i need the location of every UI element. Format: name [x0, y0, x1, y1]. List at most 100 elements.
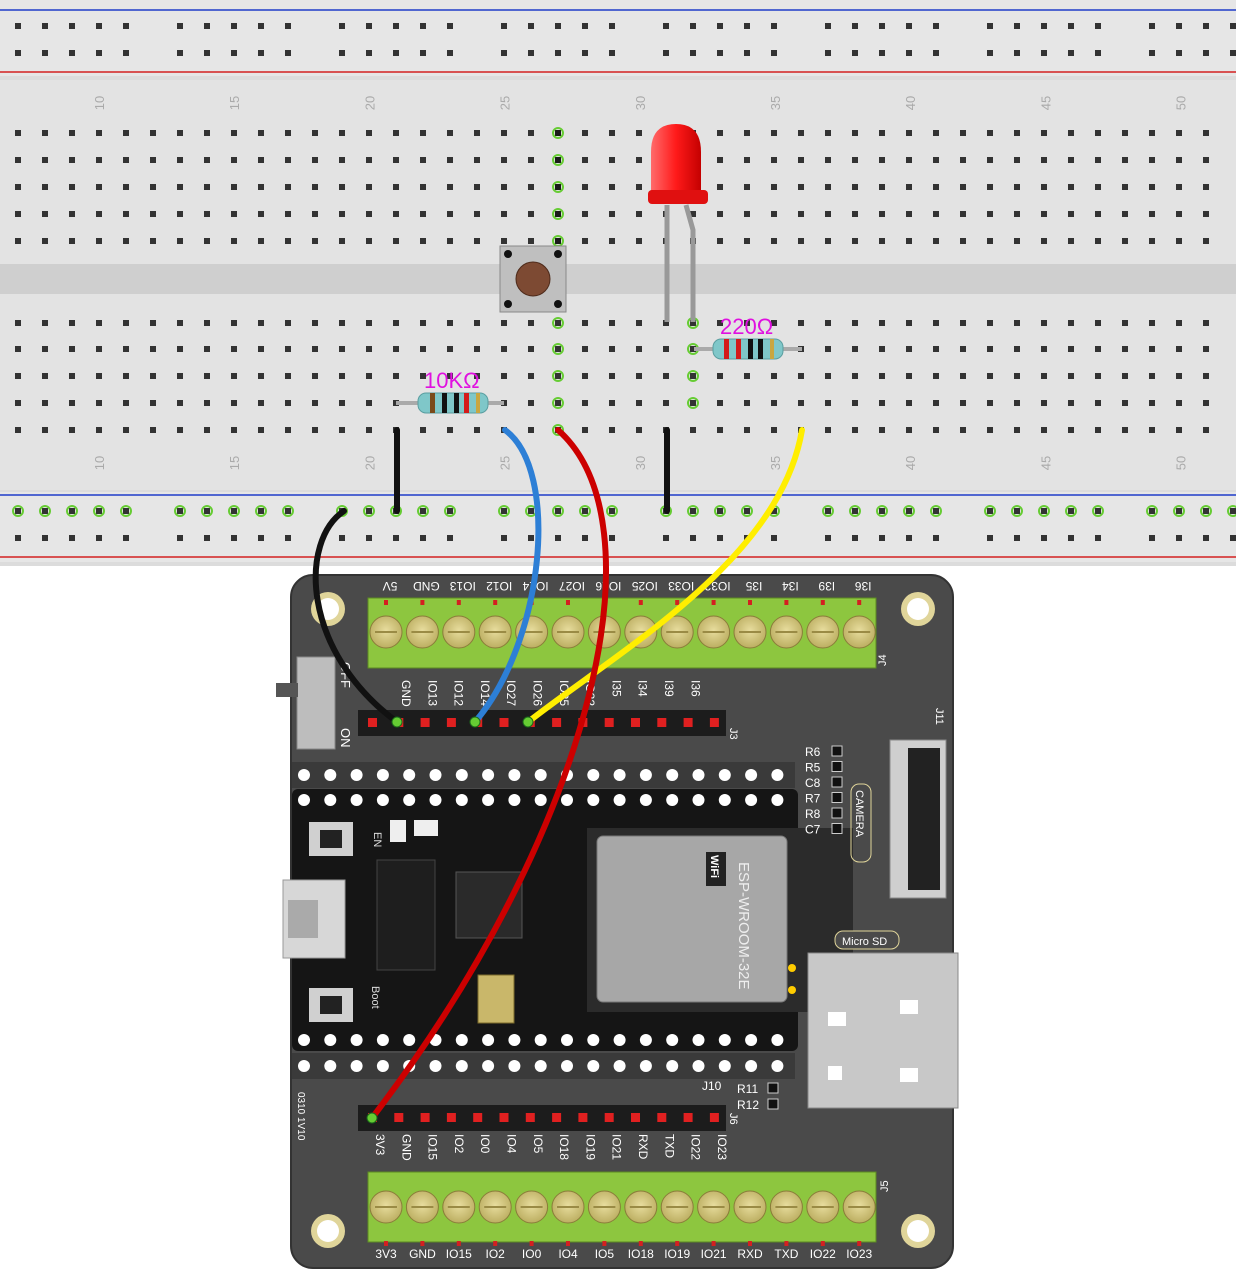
bb-hole: [42, 238, 48, 244]
bb-hole: [906, 320, 912, 326]
pin-hole: [350, 769, 363, 781]
pin-hole: [771, 1060, 784, 1072]
header-j6-label: IO18: [557, 1134, 571, 1160]
camera-label-box: [850, 783, 872, 863]
devkit-pin: [718, 1034, 731, 1046]
bb-hole: [744, 238, 750, 244]
bb-hole: [582, 346, 588, 352]
bb-hole: [1176, 130, 1182, 136]
column-number: 40: [903, 96, 918, 110]
rail-hole: [177, 50, 183, 56]
bb-hole: [771, 184, 777, 190]
bb-hole: [690, 346, 696, 352]
resistor-220-band-3: [748, 339, 753, 359]
sd-card-pad-4: [900, 1068, 918, 1082]
bb-hole: [285, 346, 291, 352]
rail-hole: [1041, 535, 1047, 541]
pin-hole: [429, 769, 442, 781]
bb-hole: [1149, 346, 1155, 352]
bb-hole: [555, 184, 561, 190]
terminal-label-top: I35: [745, 579, 762, 593]
column-number: 45: [1038, 96, 1053, 110]
bb-hole: [960, 373, 966, 379]
bb-hole: [285, 373, 291, 379]
power-switch[interactable]: [296, 656, 336, 750]
bb-hole: [231, 211, 237, 217]
bb-hole: [798, 400, 804, 406]
rail-hole: [825, 23, 831, 29]
bb-hole: [987, 320, 993, 326]
rail-hole: [717, 508, 723, 514]
designator-j11: J11: [933, 708, 945, 725]
rail-hole: [1014, 23, 1020, 29]
bb-hole: [339, 130, 345, 136]
bb-hole: [501, 346, 507, 352]
board-revision: 0310 1V10: [295, 1092, 306, 1141]
bb-hole: [609, 211, 615, 217]
resistor-220: 220Ω: [694, 314, 802, 360]
bb-hole: [501, 211, 507, 217]
rail-hole: [42, 23, 48, 29]
rail-hole: [123, 50, 129, 56]
bb-hole: [69, 238, 75, 244]
pin-hole: [613, 1060, 626, 1072]
rail-hole: [744, 50, 750, 56]
rail-hole-active: [282, 505, 294, 517]
bb-hole: [744, 400, 750, 406]
resistor-10k: 10KΩ: [396, 368, 504, 414]
bb-hole: [690, 373, 696, 379]
rail-hole: [1149, 23, 1155, 29]
terminal-label-top: 5V: [383, 579, 398, 593]
bb-hole: [1095, 373, 1101, 379]
rail-hole: [906, 50, 912, 56]
rail-hole-active: [714, 505, 726, 517]
push-button-cap[interactable]: [515, 261, 551, 297]
bb-hole: [150, 427, 156, 433]
power-switch-lever[interactable]: [276, 683, 298, 697]
pin-hole: [376, 1060, 389, 1072]
rail-hole: [420, 23, 426, 29]
bb-hole: [1149, 373, 1155, 379]
bb-hole: [393, 211, 399, 217]
rail-hole: [366, 508, 372, 514]
bb-hole: [987, 427, 993, 433]
rail-hole: [366, 50, 372, 56]
bb-hole: [906, 400, 912, 406]
rail-hole: [582, 23, 588, 29]
led-indicator-2: [414, 820, 438, 836]
pin-hole: [429, 1060, 442, 1072]
bb-hole: [798, 184, 804, 190]
camera-connector-slot: [908, 748, 940, 890]
rail-hole: [1176, 535, 1182, 541]
smd-part: [831, 745, 843, 757]
pin-hole: [534, 1060, 547, 1072]
rail-hole: [366, 23, 372, 29]
rail-hole: [420, 50, 426, 56]
bb-hole: [231, 130, 237, 136]
wire-black-gnd-board: [312, 508, 400, 725]
rail-hole: [690, 50, 696, 56]
bb-hole: [636, 184, 642, 190]
devkit-pin: [666, 1034, 679, 1046]
terminal-pin-mark: [675, 600, 680, 605]
bb-hole: [177, 373, 183, 379]
header-pin: [578, 1113, 588, 1122]
rail-hole: [501, 23, 507, 29]
rail-hole: [204, 23, 210, 29]
header-j6-label: IO19: [583, 1134, 597, 1160]
bb-hole: [447, 211, 453, 217]
resistor-220-band-2: [736, 339, 741, 359]
push-button[interactable]: [499, 245, 567, 313]
resistor-10k-band-5: [476, 393, 480, 413]
bb-hole: [1149, 238, 1155, 244]
bb-hole: [204, 184, 210, 190]
bb-hole-active: [552, 181, 564, 193]
bb-hole: [987, 130, 993, 136]
bb-hole: [474, 238, 480, 244]
rail-hole: [1176, 23, 1182, 29]
devkit-pin: [350, 794, 363, 806]
bb-hole: [447, 238, 453, 244]
terminal-screws-bottom: [369, 1190, 876, 1246]
terminal-pin-mark: [748, 600, 752, 605]
rail-hole: [420, 508, 426, 514]
